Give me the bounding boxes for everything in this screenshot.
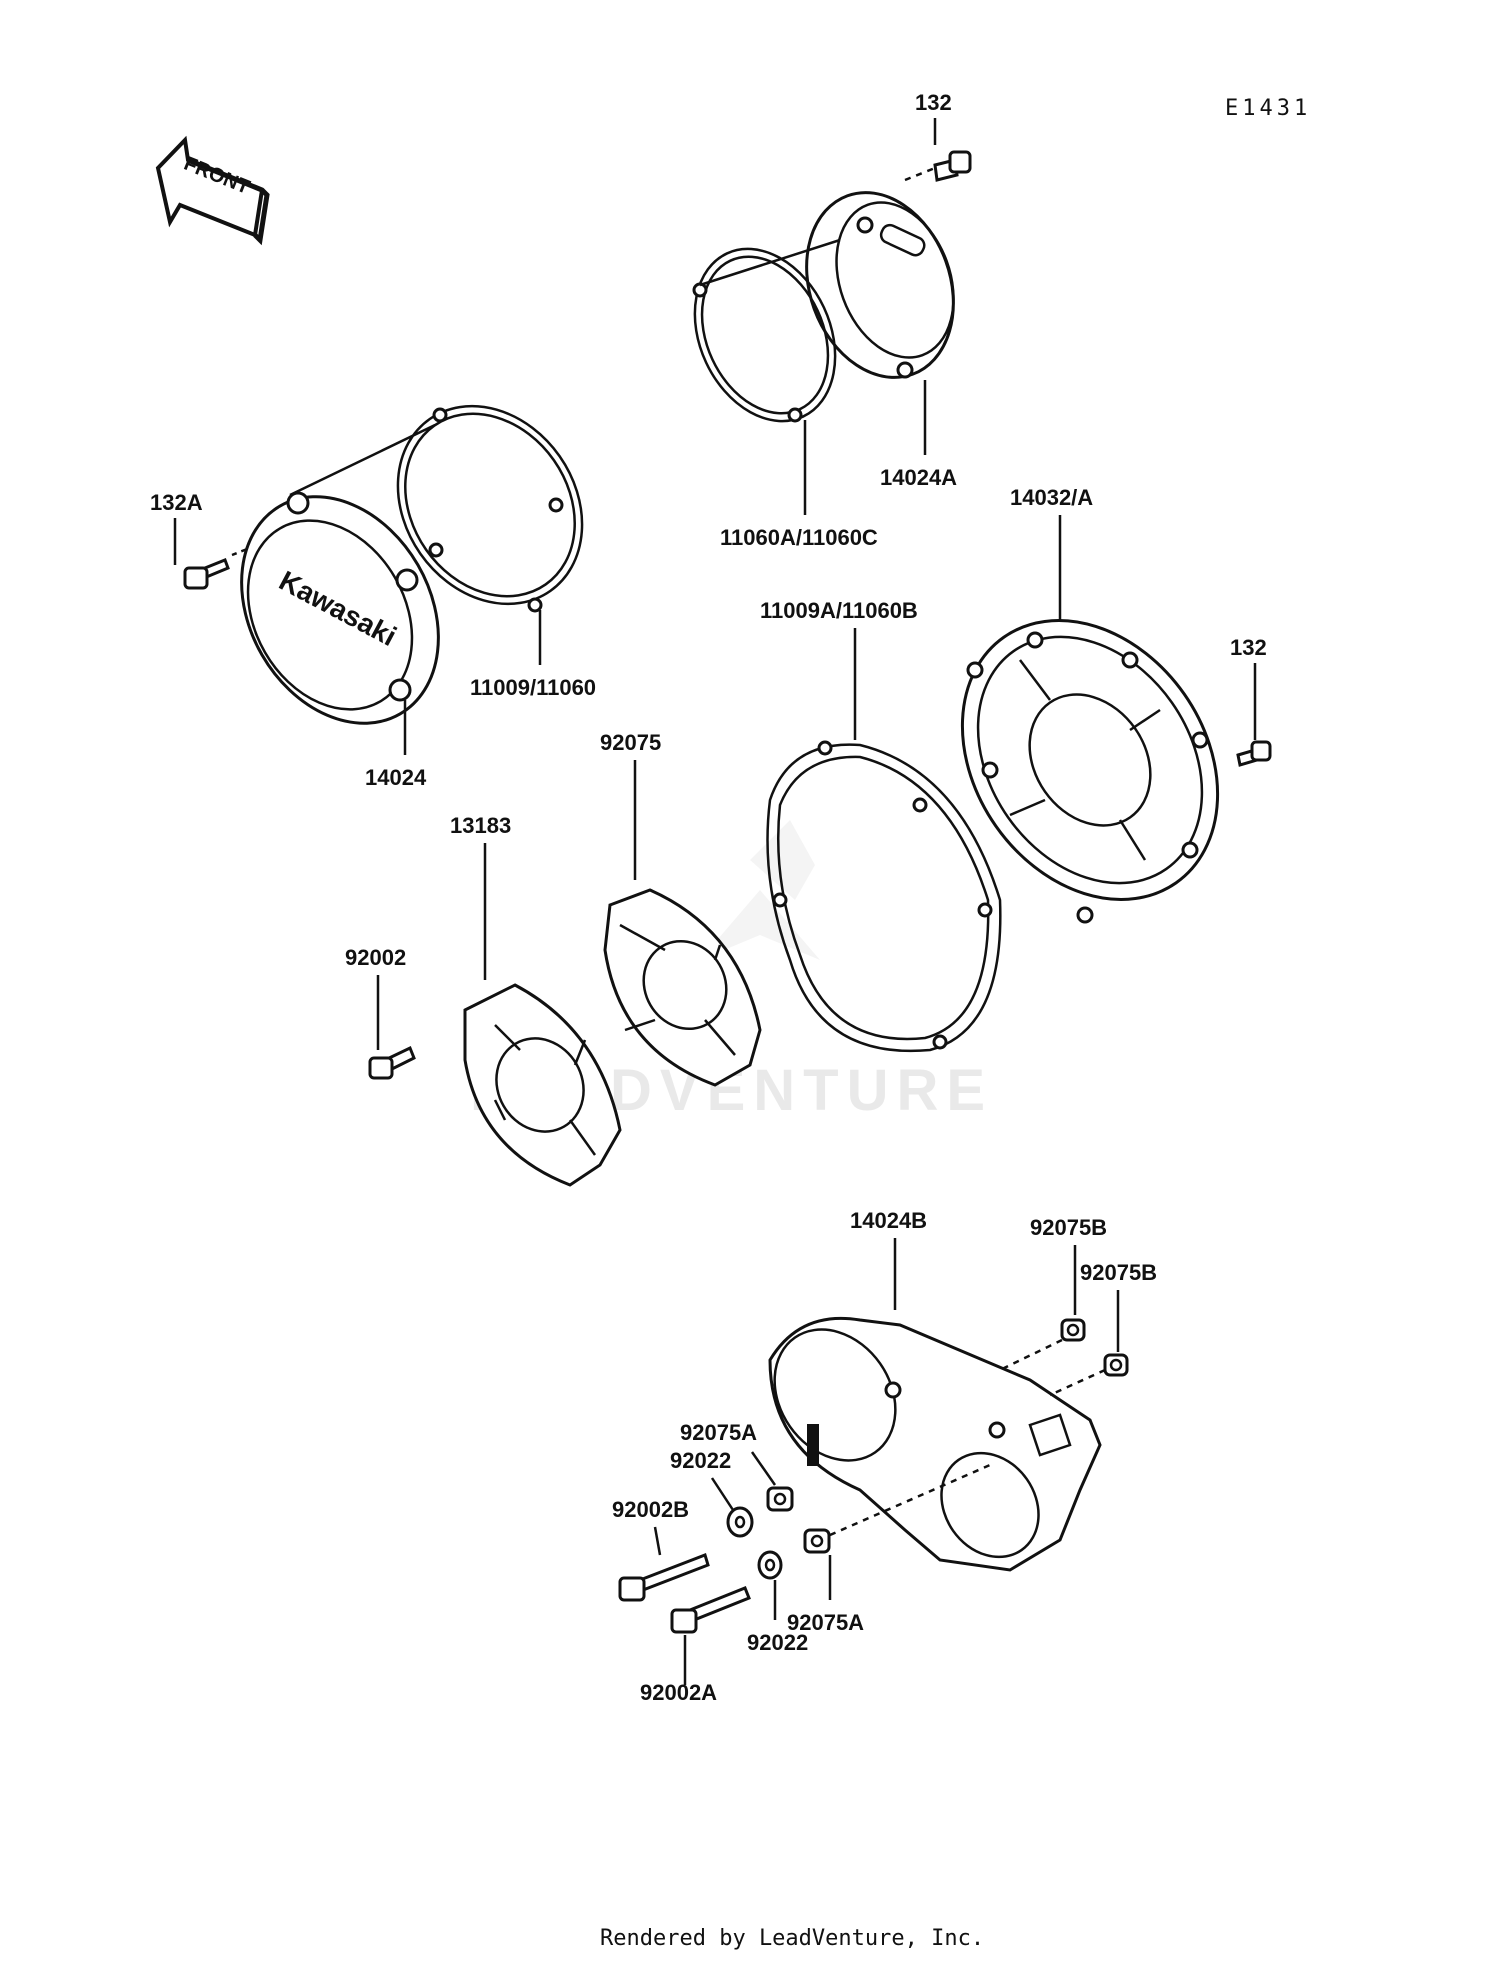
label-13183: 13183 [450, 813, 511, 838]
label-92075A-top: 92075A [680, 1420, 757, 1445]
front-arrow-icon: FRONT [155, 135, 270, 246]
bolt-132-right [1236, 740, 1272, 767]
label-14024B: 14024B [850, 1208, 927, 1233]
watermark-logo [700, 820, 820, 960]
part-14024: Kawasaki [240, 423, 440, 725]
diagram-code: E1431 [1225, 96, 1311, 121]
label-14024A: 14024A [880, 465, 957, 490]
label-92022-top: 92022 [670, 1448, 731, 1473]
label-92075B-1: 92075B [1030, 1215, 1107, 1240]
part-14024A [805, 191, 955, 379]
label-92002A: 92002A [640, 1680, 717, 1705]
label-14024: 14024 [365, 765, 427, 790]
label-132-top: 132 [915, 90, 952, 115]
part-13183 [463, 983, 622, 1187]
part-11009A-11060B [766, 740, 1002, 1053]
part-11009-11060 [396, 404, 584, 613]
part-92075 [603, 888, 762, 1087]
washer-92022-top [726, 1506, 754, 1538]
nut-92075B-1 [1060, 1318, 1086, 1342]
bolt-92002A [670, 1586, 751, 1634]
nut-92075A-top [766, 1486, 794, 1512]
label-14032A: 14032/A [1010, 485, 1093, 510]
label-11009A-11060B: 11009A/11060B [760, 598, 918, 623]
label-92002B: 92002B [612, 1497, 689, 1522]
part-14032A [960, 619, 1220, 924]
label-92075: 92075 [600, 730, 661, 755]
label-11060A-11060C: 11060A/11060C [720, 525, 878, 550]
nut-92075B-2 [1103, 1353, 1129, 1377]
label-132A: 132A [150, 490, 203, 515]
part-14024B [768, 1316, 1102, 1572]
washer-92022-bottom [757, 1550, 783, 1580]
bolt-132-top [904, 150, 972, 182]
nut-92075A-bottom [803, 1528, 831, 1554]
label-11009-11060: 11009/11060 [470, 675, 596, 700]
part-11060A-11060C [692, 238, 841, 423]
label-92075B-2: 92075B [1080, 1260, 1157, 1285]
label-92075A-bottom: 92075A [787, 1610, 864, 1635]
label-92002: 92002 [345, 945, 406, 970]
footer-credit: Rendered by LeadVenture, Inc. [600, 1926, 984, 1951]
bolt-92002B [618, 1553, 710, 1602]
label-132-right: 132 [1230, 635, 1267, 660]
bolt-92002 [368, 1045, 416, 1080]
label-92022-bottom: 92022 [747, 1630, 808, 1655]
